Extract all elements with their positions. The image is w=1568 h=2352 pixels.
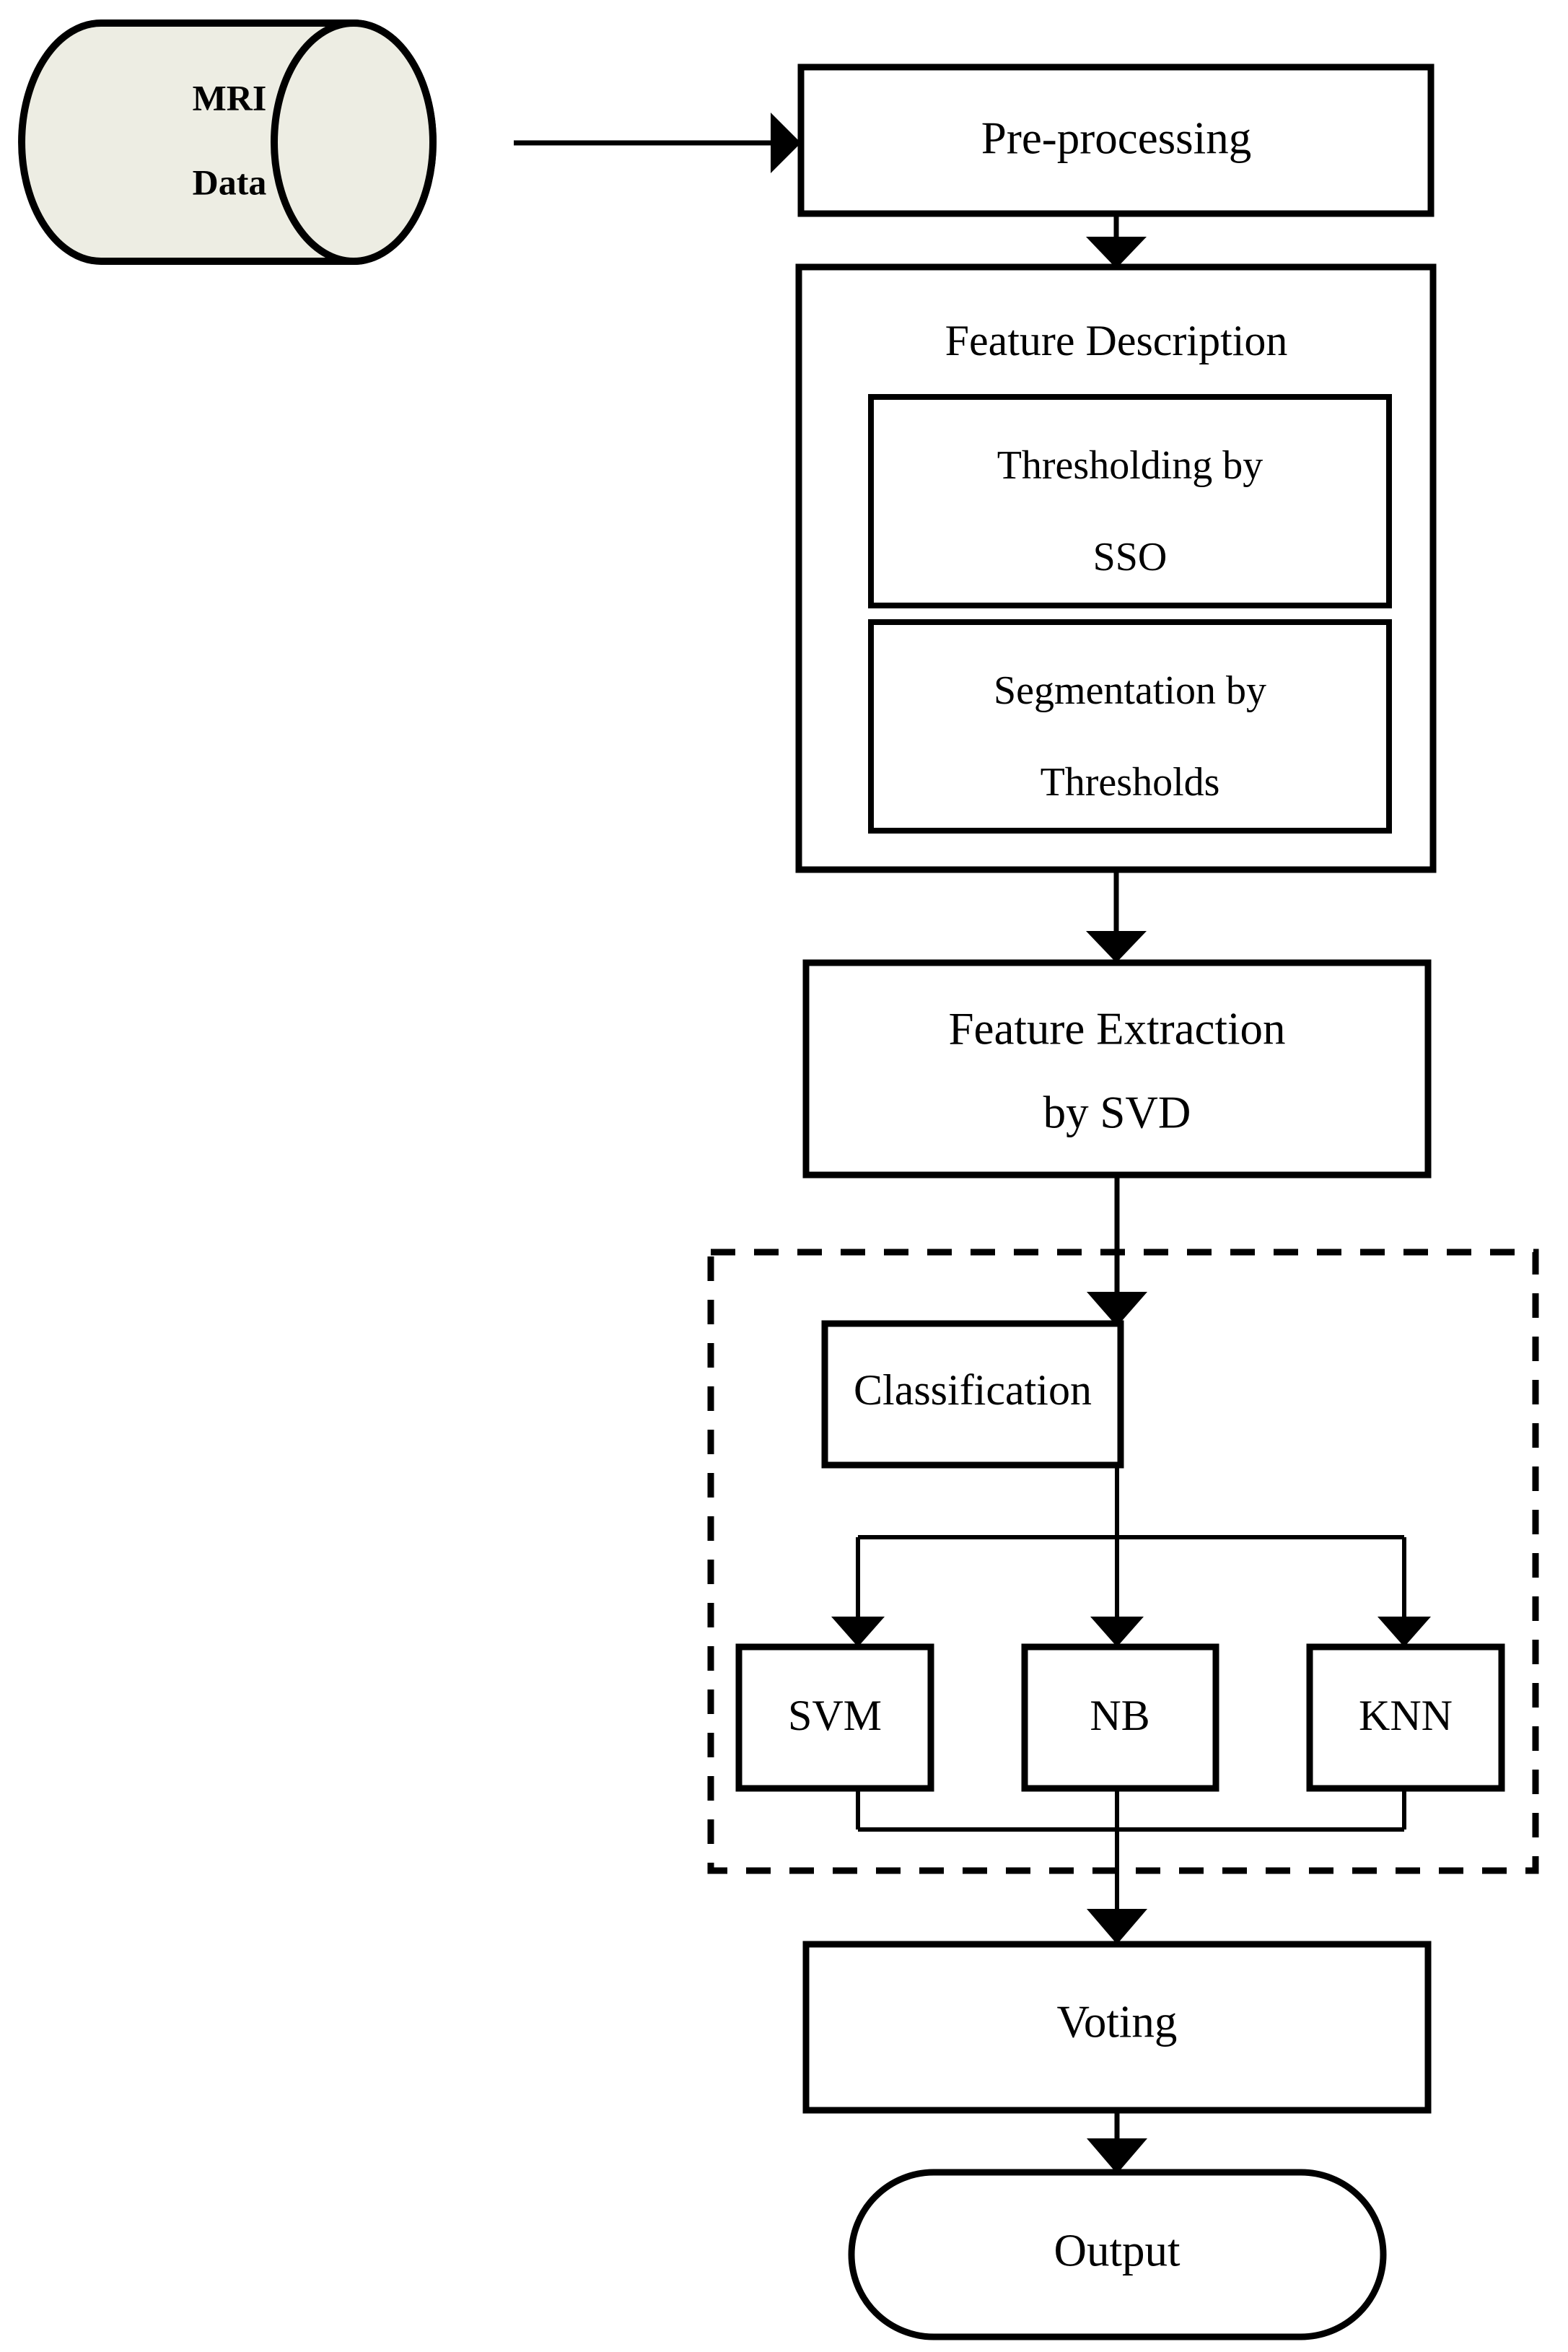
segmentation-label-line1: Segmentation by bbox=[994, 668, 1266, 713]
mri-data-label-line1: MRI bbox=[193, 77, 267, 118]
arrowhead-icon-nb bbox=[1090, 1617, 1144, 1647]
knn-box bbox=[1306, 1643, 1505, 1792]
edge-feature-extraction-to-classification bbox=[1087, 1175, 1147, 1326]
node-feature-description[interactable]: Feature Description Thresholding by SSO … bbox=[795, 263, 1437, 873]
mri-data-cylinder-cap bbox=[271, 19, 437, 265]
thresholding-label-line1: Thresholding by bbox=[997, 443, 1263, 488]
node-classification[interactable]: Classification bbox=[821, 1320, 1124, 1469]
mri-data-label-line2: Data bbox=[193, 162, 267, 202]
edge-voting-to-output bbox=[1087, 2110, 1147, 2174]
node-feature-extraction[interactable]: Feature Extraction by SVD bbox=[802, 959, 1432, 1179]
knn-label: KNN bbox=[1359, 1692, 1453, 1739]
segmentation-label-line2: Thresholds bbox=[1041, 760, 1220, 805]
arrowhead-icon bbox=[1087, 1292, 1147, 1326]
feature-extraction-label-line1: Feature Extraction bbox=[948, 1003, 1285, 1054]
edge-preprocessing-to-feature-description bbox=[1086, 214, 1147, 268]
preprocessing-box bbox=[797, 64, 1435, 217]
node-knn[interactable]: KNN bbox=[1306, 1643, 1505, 1792]
node-preprocessing[interactable]: Pre-processing bbox=[797, 64, 1435, 217]
nb-box bbox=[1021, 1643, 1219, 1792]
edge-feature-description-to-feature-extraction bbox=[1086, 870, 1147, 963]
node-mri-data[interactable]: MRI Data bbox=[18, 19, 437, 265]
thresholding-box bbox=[868, 394, 1392, 608]
edge-classifiers-merge-to-voting bbox=[856, 1788, 1406, 1944]
arrowhead-icon bbox=[1086, 931, 1147, 963]
classification-box bbox=[821, 1320, 1124, 1469]
arrowhead-icon bbox=[771, 113, 801, 173]
arrowhead-icon bbox=[1087, 2138, 1147, 2174]
node-nb[interactable]: NB bbox=[1021, 1643, 1219, 1792]
output-label: Output bbox=[1054, 2225, 1181, 2276]
preprocessing-label: Pre-processing bbox=[981, 113, 1251, 163]
classification-group-frame bbox=[707, 1249, 1539, 1874]
thresholding-label-line2: SSO bbox=[1093, 535, 1168, 580]
svm-label: SVM bbox=[788, 1692, 882, 1739]
arrowhead-icon-knn bbox=[1378, 1617, 1431, 1647]
arrowhead-icon bbox=[1087, 1909, 1147, 1944]
node-voting[interactable]: Voting bbox=[802, 1941, 1432, 2114]
feature-extraction-box bbox=[802, 959, 1432, 1179]
output-pill bbox=[848, 2169, 1387, 2340]
edge-classification-split bbox=[831, 1465, 1431, 1647]
node-output[interactable]: Output bbox=[848, 2169, 1387, 2340]
arrowhead-icon bbox=[1086, 237, 1147, 268]
arrowhead-icon-svm bbox=[831, 1617, 885, 1647]
node-svm[interactable]: SVM bbox=[735, 1643, 934, 1792]
feature-description-label: Feature Description bbox=[945, 317, 1288, 364]
voting-label: Voting bbox=[1057, 1996, 1178, 2047]
segmentation-box bbox=[868, 619, 1392, 834]
feature-extraction-label-line2: by SVD bbox=[1043, 1087, 1191, 1137]
nb-label: NB bbox=[1090, 1692, 1149, 1739]
classification-label: Classification bbox=[854, 1366, 1092, 1414]
svm-box bbox=[735, 1643, 934, 1792]
edge-mri-to-preprocessing bbox=[514, 113, 801, 173]
voting-box bbox=[802, 1941, 1432, 2114]
node-thresholding-by-sso[interactable]: Thresholding by SSO bbox=[868, 394, 1392, 608]
node-segmentation-by-thresholds[interactable]: Segmentation by Thresholds bbox=[868, 619, 1392, 834]
